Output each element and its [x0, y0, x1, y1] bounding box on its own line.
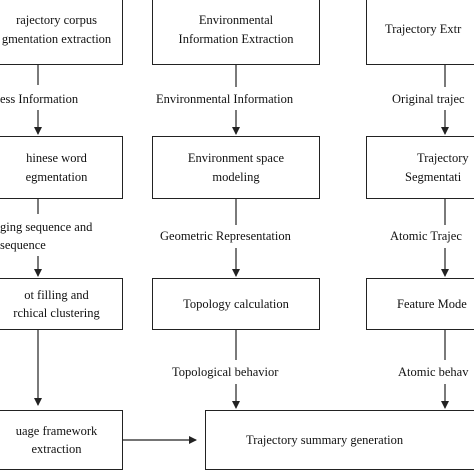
box-environmental-extraction: Environmental Information Extraction	[152, 0, 320, 65]
box-language-framework: uage framework extraction	[0, 410, 123, 470]
box-feature-model: Feature Mode	[366, 278, 474, 330]
label-atomic-behavior: Atomic behav	[398, 365, 469, 379]
label-geometric-representation: Geometric Representation	[160, 229, 291, 243]
box-topology-calculation: Topology calculation	[152, 278, 320, 330]
box-environment-space-modeling: Environment space modeling	[152, 136, 320, 199]
label-process-information: ess Information	[0, 92, 79, 106]
box-word-segmentation: hinese word egmentation	[0, 136, 123, 199]
label-topological-behavior: Topological behavior	[172, 365, 279, 379]
box-slot-filling: ot filling and rchical clustering	[0, 278, 123, 330]
box-corpus-extraction: rajectory corpus gmentation extraction	[0, 0, 123, 65]
box-trajectory-segmentation: Trajectory Segmentati	[366, 136, 474, 199]
label-tagging-sequence: ging sequence and sequence	[0, 220, 93, 253]
label-environmental-information: Environmental Information	[156, 92, 294, 106]
box-trajectory-summary-generation: Trajectory summary generation	[205, 410, 474, 470]
label-original-trajectory: Original trajec	[392, 92, 465, 106]
label-atomic-trajectory: Atomic Trajec	[390, 229, 462, 243]
box-trajectory-extraction: Trajectory Extr	[366, 0, 474, 65]
